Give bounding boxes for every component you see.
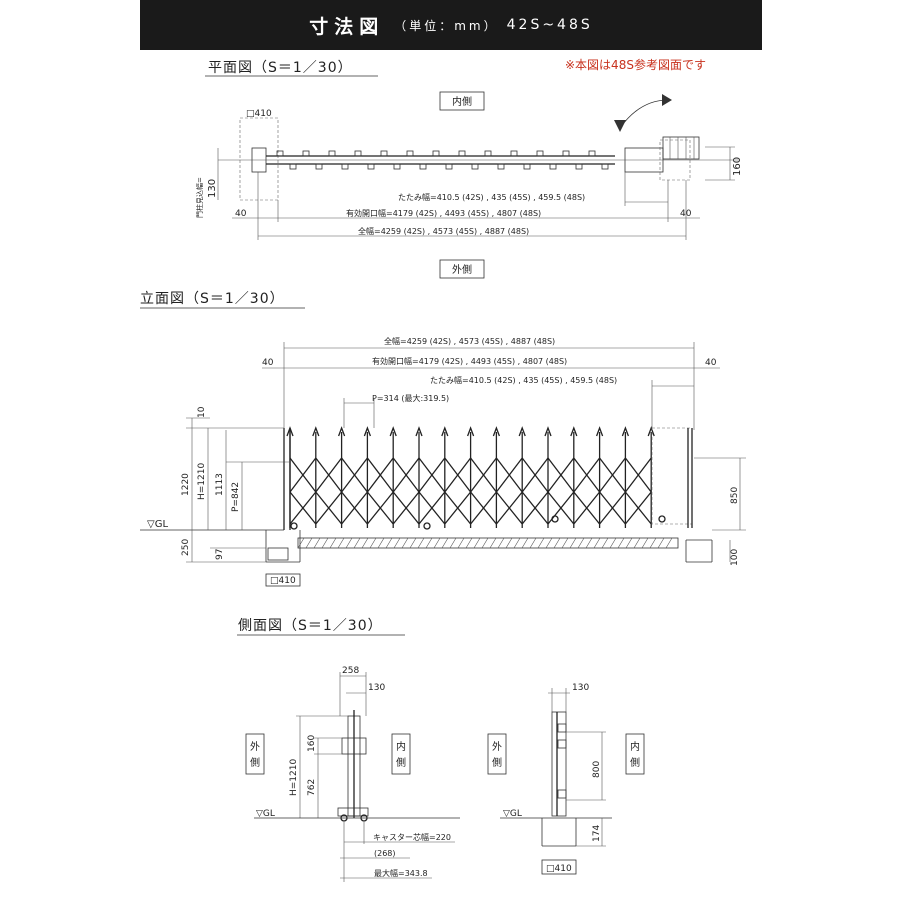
side-post-2 — [551, 711, 567, 817]
elev-gl: ▽GL — [147, 519, 168, 530]
side-dim-160: 160 — [307, 735, 317, 752]
side-dim-h: H=1210 — [289, 759, 299, 796]
plan-dim-160: 160 — [732, 157, 743, 176]
plan-title: 平面図（S＝1／30） — [208, 60, 353, 76]
plan-inside-box — [439, 91, 485, 111]
plan-post-label: □410 — [246, 109, 272, 119]
side-dim-130b: 130 — [572, 683, 589, 693]
plan-outside-label: 外側 — [452, 263, 472, 276]
caster-wheel — [423, 522, 431, 530]
side-view-2: 130 800 ▽GL 174 □410 外側 内側 — [487, 683, 645, 875]
elev-dim-100: 100 — [730, 549, 740, 566]
plan-view: 内側 外側 □410 160 130 門柱見込幅= — [195, 91, 743, 279]
caster-wheel — [551, 515, 559, 523]
elev-post-label: □410 — [270, 576, 296, 586]
header-unit: （単位：mm） — [394, 18, 499, 33]
elev-dim-left-40: 40 — [262, 358, 274, 368]
caster-wheel — [658, 515, 666, 523]
elev-dim-pitch: P=314 (最大:319.5) — [372, 393, 449, 403]
side-dim-268: (268) — [374, 849, 396, 858]
header-title: 寸法図 — [309, 15, 385, 38]
elev-dim-10: 10 — [197, 406, 207, 418]
plan-dim-folded: たたみ幅=410.5 (42S) , 435 (45S) , 459.5 (48… — [398, 192, 585, 202]
elevation-title: 立面図（S＝1／30） — [140, 291, 285, 307]
side-inside-label: 内側 — [396, 740, 406, 769]
side-dim-174: 174 — [592, 825, 602, 842]
elev-dim-250: 250 — [181, 539, 191, 556]
side-view-1: 258 130 H=1210 160 762 ▽GL キャスター芯幅=220 (… — [245, 666, 460, 882]
plan-inside-label: 内側 — [452, 95, 472, 108]
header-range: 42S~48S — [506, 17, 593, 33]
side-post-label: □410 — [546, 864, 572, 874]
side-gl-2: ▽GL — [503, 809, 522, 819]
side-dim-max: 最大幅=343.8 — [374, 868, 428, 878]
elev-dim-open: 有効開口幅=4179 (42S) , 4493 (45S) , 4807 (48… — [372, 356, 567, 366]
plan-post — [239, 117, 279, 201]
side-dim-800: 800 — [592, 761, 602, 778]
elev-dim-h: H=1210 — [197, 463, 207, 500]
side-gl: ▽GL — [256, 809, 275, 819]
side-dim-130a: 130 — [368, 683, 385, 693]
side2-outside-label: 外側 — [492, 741, 502, 769]
side-dim-762: 762 — [307, 779, 317, 796]
side2-inside-label: 内側 — [630, 740, 640, 769]
elev-dim-total: 全幅=4259 (42S) , 4573 (45S) , 4887 (48S) — [384, 336, 555, 346]
side-title: 側面図（S＝1／30） — [238, 618, 383, 634]
elev-dim-right-40: 40 — [705, 358, 717, 368]
caster-wheel — [290, 522, 298, 530]
plan-outside-box — [439, 259, 485, 279]
side-outside-label: 外側 — [250, 741, 260, 769]
reference-note: ※本図は48S参考図面です — [565, 58, 706, 72]
plan-dim-open: 有効開口幅=4179 (42S) , 4493 (45S) , 4807 (48… — [346, 208, 541, 218]
elev-dim-1220: 1220 — [181, 473, 191, 496]
side-dim-caster: キャスター芯幅=220 — [373, 832, 451, 842]
elev-dim-p: P=842 — [231, 482, 241, 512]
plan-post-depth-label: 門柱見込幅= — [195, 177, 204, 218]
plan-dim-right-40: 40 — [680, 209, 692, 219]
rotation-arrow-icon — [619, 99, 669, 129]
elev-dim-1113: 1113 — [215, 473, 225, 496]
elevation-view: 40 40 全幅=4259 (42S) , 4573 (45S) , 4887 … — [140, 336, 746, 587]
header-bar: 寸法図 （単位：mm） 42S~48S — [140, 0, 762, 50]
plan-dim-130: 130 — [207, 179, 218, 198]
plan-dim-left-40: 40 — [235, 209, 247, 219]
side-dim-258: 258 — [342, 666, 359, 676]
elev-dim-folded: たたみ幅=410.5 (42S) , 435 (45S) , 459.5 (48… — [430, 375, 617, 385]
plan-dim-total: 全幅=4259 (42S) , 4573 (45S) , 4887 (48S) — [358, 226, 529, 236]
elev-dim-850: 850 — [730, 487, 740, 504]
elev-dim-97: 97 — [215, 549, 225, 560]
